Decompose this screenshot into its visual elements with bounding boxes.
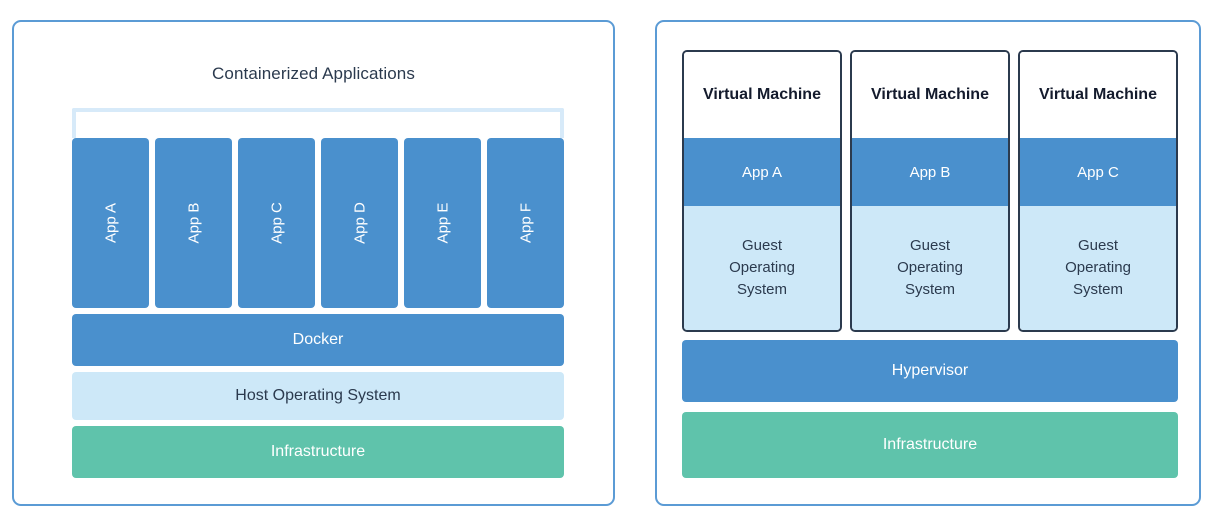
containers-bracket [72, 108, 564, 138]
container-app-f[interactable]: App F [487, 138, 564, 308]
container-app-c[interactable]: App C [238, 138, 315, 308]
host-operating-system-layer[interactable]: Host Operating System [72, 372, 564, 420]
docker-layer[interactable]: Docker [72, 314, 564, 366]
container-app-e-label: App E [434, 202, 451, 244]
guest-os-line-1: Guest [741, 237, 783, 255]
page-title: Containerized Applications [212, 64, 415, 83]
virtual-machine-3-guest-os: Guest Operating System [1020, 206, 1176, 330]
virtual-machine-2-app[interactable]: App B [852, 138, 1008, 206]
container-app-a-label: App A [102, 202, 119, 244]
container-app-b[interactable]: App B [155, 138, 232, 308]
container-app-b-label: App B [185, 202, 202, 244]
virtual-machine-3-app[interactable]: App C [1020, 138, 1176, 206]
virtual-machines-row: Virtual Machine App A Guest Operating Sy… [682, 50, 1178, 332]
container-app-a[interactable]: App A [72, 138, 149, 308]
container-apps-row: App A App B App C App D App E App F [72, 138, 564, 308]
container-app-c-label: App C [268, 202, 285, 244]
guest-os-line-2: Operating [1065, 259, 1131, 277]
guest-os-line-1: Guest [909, 237, 951, 255]
virtual-machine-1[interactable]: Virtual Machine App A Guest Operating Sy… [682, 50, 842, 332]
hypervisor-layer[interactable]: Hypervisor [682, 340, 1178, 402]
guest-os-line-2: Operating [897, 259, 963, 277]
infrastructure-layer-left[interactable]: Infrastructure [72, 426, 564, 478]
virtual-machine-1-app[interactable]: App A [684, 138, 840, 206]
container-app-f-label: App F [517, 202, 534, 244]
virtual-machine-3[interactable]: Virtual Machine App C Guest Operating Sy… [1018, 50, 1178, 332]
container-app-d-label: App D [351, 202, 368, 244]
virtual-machine-3-title: Virtual Machine [1020, 52, 1176, 138]
container-app-d[interactable]: App D [321, 138, 398, 308]
virtual-machine-1-guest-os: Guest Operating System [684, 206, 840, 330]
container-app-e[interactable]: App E [404, 138, 481, 308]
containers-panel: Containerized Applications App A App B A… [12, 20, 615, 506]
virtual-machine-2-guest-os: Guest Operating System [852, 206, 1008, 330]
guest-os-line-2: Operating [729, 259, 795, 277]
infrastructure-layer-right[interactable]: Infrastructure [682, 412, 1178, 478]
guest-os-line-1: Guest [1077, 237, 1119, 255]
virtual-machine-2[interactable]: Virtual Machine App B Guest Operating Sy… [850, 50, 1010, 332]
virtual-machines-panel: Virtual Machine App A Guest Operating Sy… [655, 20, 1201, 506]
guest-os-line-3: System [1072, 280, 1123, 298]
guest-os-line-3: System [736, 280, 787, 298]
guest-os-line-3: System [904, 280, 955, 298]
virtual-machine-2-title: Virtual Machine [852, 52, 1008, 138]
virtual-machine-1-title: Virtual Machine [684, 52, 840, 138]
